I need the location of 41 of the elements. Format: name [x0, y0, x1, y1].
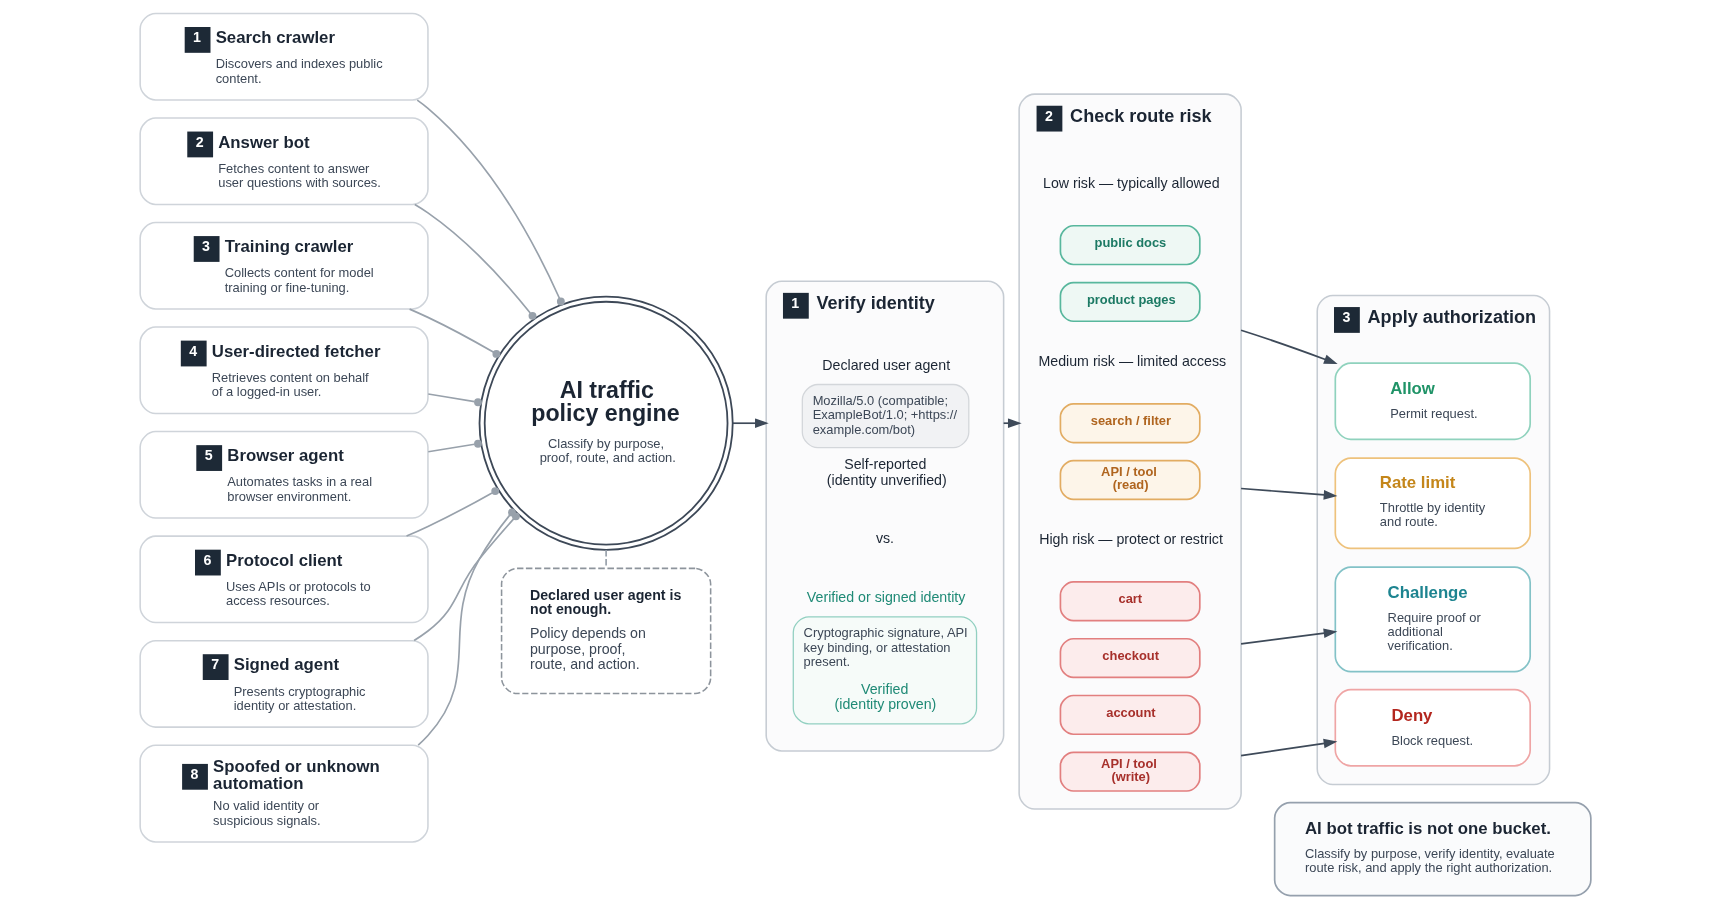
node-box: 1 Search crawler Discovers and indexes public content.	[139, 12, 429, 101]
connector	[408, 308, 501, 358]
arrow	[732, 418, 769, 428]
arrow	[1240, 329, 1338, 365]
arrow	[1240, 487, 1338, 500]
label: High risk — protect or restrict	[1039, 531, 1223, 548]
node-box: 7 Signed agent Presents cryptographic identity or attestation.	[139, 639, 429, 728]
node-box: search / filter	[1059, 403, 1201, 444]
node-box: 2 Answer bot Fetches content to answer user questions with sources.	[139, 117, 429, 206]
node-box: AI bot traffic is not one bucket. Classify by purpose, verify identity, evaluate route risk, and apply the right authorization.	[1273, 801, 1592, 897]
label: vs.	[875, 529, 895, 546]
node-box: 6 Protocol client Uses APIs or protocols to access resources.	[139, 535, 429, 624]
node-label: Declared user agent	[822, 357, 951, 374]
node-box: 5 Browser agent Automates tasks in a real browser environment.	[139, 430, 429, 519]
arrow	[1240, 628, 1338, 645]
connector	[413, 203, 537, 320]
node-box: cart	[1059, 581, 1201, 622]
node-box: public docs	[1059, 224, 1201, 266]
arrow	[1002, 418, 1022, 428]
connector	[427, 393, 482, 407]
label: Medium risk — limited access	[1038, 353, 1227, 370]
node-box: Rate limit Throttle by identity and route.	[1334, 457, 1531, 550]
connector	[427, 439, 482, 453]
node-box: 4 User-directed fetcher Retrieves content on behalf of a logged-in user.	[139, 326, 429, 415]
node-box: Challenge Require proof or additional verification.	[1334, 566, 1531, 673]
arrow	[1240, 738, 1338, 757]
connector	[416, 99, 565, 306]
node-box: Deny Block request.	[1334, 688, 1531, 767]
node-box: checkout	[1059, 637, 1201, 679]
node-box: account	[1059, 694, 1201, 736]
node-box: product pages	[1059, 281, 1201, 323]
connector	[405, 487, 500, 537]
connector	[417, 508, 516, 746]
node-label: Verified or signed identity	[806, 589, 966, 606]
node-box: API / tool (write)	[1059, 751, 1201, 792]
label: Low risk — typically allowed	[1043, 175, 1220, 192]
node-box: 3 Training crawler Collects content for model training or fine-tuning.	[139, 221, 429, 310]
node-label: Self-reported (identity unverified)	[826, 456, 947, 488]
node-box: Declared user agent is not enough. Policy depends on purpose, proof, route, and action.	[500, 567, 712, 695]
node-box: API / tool (read)	[1059, 459, 1201, 501]
node-box: Allow Permit request.	[1334, 362, 1531, 441]
